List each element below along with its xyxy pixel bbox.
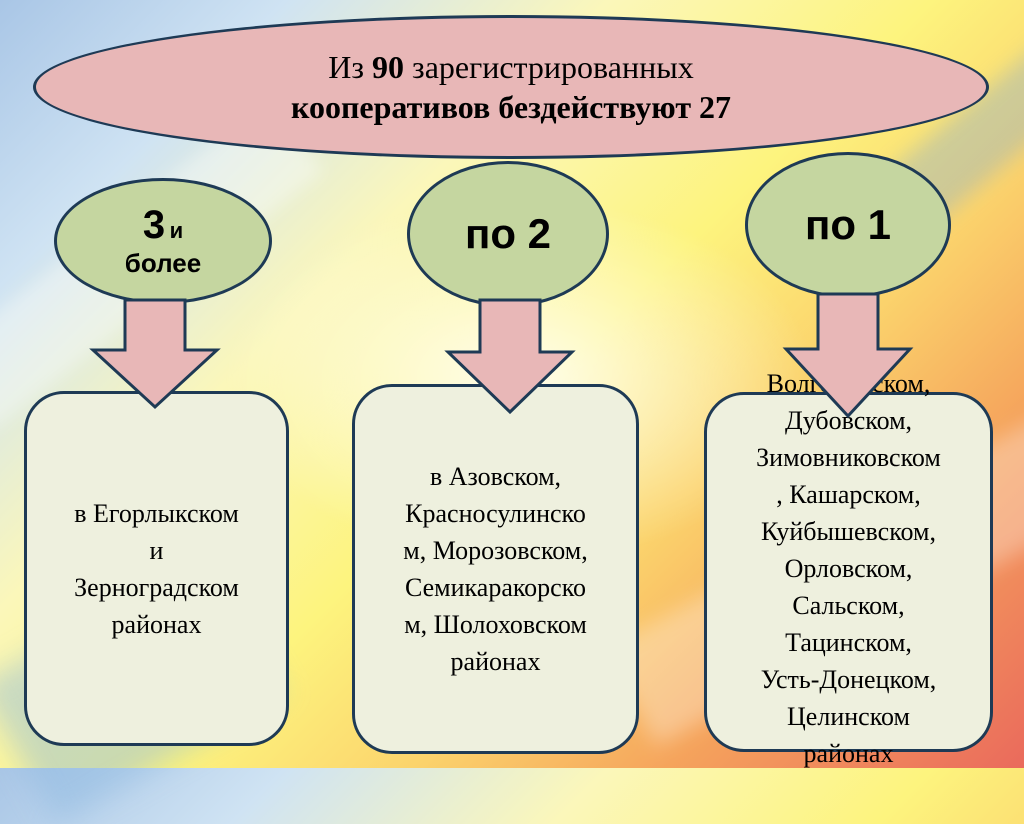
region-line: в Егорлыкском <box>74 498 239 528</box>
region-line: , Кашарском, <box>776 480 921 509</box>
count-circle-1: 3 и более <box>54 178 272 304</box>
down-arrow-icon <box>89 298 221 410</box>
region-line: Красносулинско <box>405 499 586 528</box>
count-circle-2: по 2 <box>407 161 609 307</box>
header-line-2: кооперативов бездействуют 27 <box>290 89 732 125</box>
region-line: Усть-Донецком, <box>760 665 937 694</box>
count-more-label: более <box>124 248 202 278</box>
region-line: Куйбышевском, <box>761 517 936 546</box>
region-line: районах <box>450 647 541 676</box>
down-arrow-icon <box>444 298 576 415</box>
region-line: Орловском, <box>784 554 913 583</box>
region-line: и <box>149 535 164 565</box>
header-total-number: 90 <box>372 49 405 85</box>
region-line: районах <box>111 609 202 639</box>
count-circle-3: по 1 <box>745 152 951 298</box>
down-arrow-icon <box>782 292 914 419</box>
region-line: Тацинском, <box>785 628 912 657</box>
header-suffix: зарегистрированных <box>412 49 694 85</box>
region-line: Сальском, <box>792 591 905 620</box>
regions-box-1: в Егорлыкском и Зерноградском районах <box>24 391 289 746</box>
region-line: Зерноградском <box>74 572 239 602</box>
region-line: Семикаракорско <box>404 573 587 602</box>
count-label: по 2 <box>464 210 552 257</box>
header-prefix: Из <box>328 49 365 85</box>
regions-box-2: в Азовском, Красносулинско м, Морозовско… <box>352 384 639 754</box>
header-line-1: Из 90 зарегистрированных <box>328 47 693 87</box>
region-line: в Азовском, <box>429 462 562 491</box>
region-line: м, Шолоховском <box>404 610 587 639</box>
count-conjunction: и <box>169 218 184 243</box>
region-line: Целинском <box>787 702 910 731</box>
region-line: м, Морозовском, <box>403 536 588 565</box>
count-number: 3 <box>142 203 166 247</box>
region-line: Зимовниковском <box>756 443 941 472</box>
header-ellipse: Из 90 зарегистрированных кооперативов бе… <box>33 15 989 159</box>
regions-list-3: Волгодонском, Дубовском, Зимовниковском … <box>707 365 990 772</box>
regions-box-3: Волгодонском, Дубовском, Зимовниковском … <box>704 369 993 768</box>
count-label: по 1 <box>804 201 892 248</box>
region-line: районах <box>803 739 894 768</box>
